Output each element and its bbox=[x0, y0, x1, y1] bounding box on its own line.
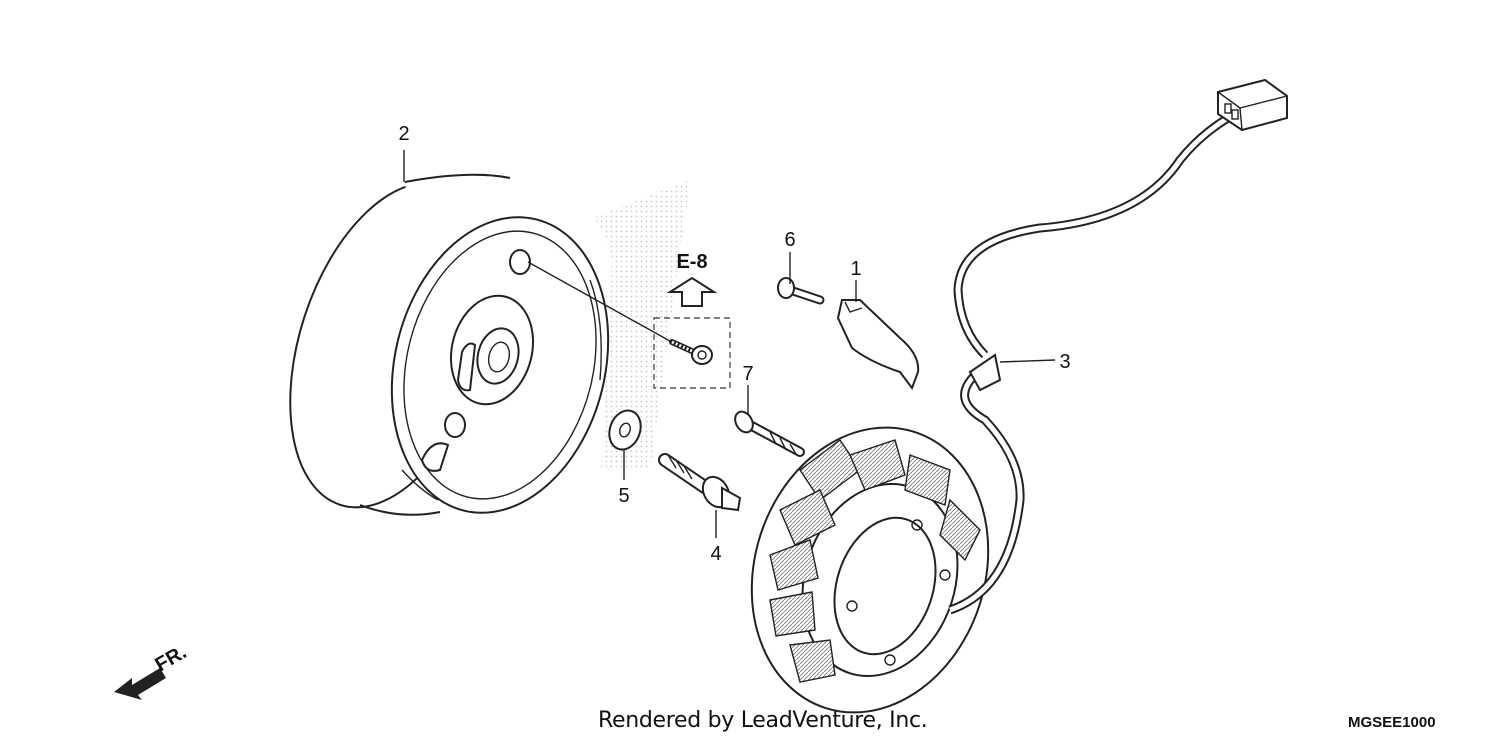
credit-text: Rendered by LeadVenture, Inc. bbox=[598, 708, 928, 733]
callout-6[interactable]: 6 bbox=[784, 229, 795, 251]
callout-5[interactable]: 5 bbox=[618, 485, 629, 507]
callout-2[interactable]: 2 bbox=[398, 123, 409, 145]
leader-line bbox=[527, 261, 687, 351]
bolt-7-icon[interactable] bbox=[732, 408, 805, 457]
callout-4[interactable]: 4 bbox=[710, 543, 721, 565]
stator-wire bbox=[948, 114, 1231, 615]
reference-label: E-8 bbox=[676, 251, 707, 273]
forward-arrow-icon: FR. bbox=[114, 641, 190, 700]
diagram-code: MGSEE1000 bbox=[1348, 714, 1436, 731]
connector-icon[interactable] bbox=[1217, 78, 1288, 132]
callout-1[interactable]: 1 bbox=[850, 258, 861, 280]
bolt-icon bbox=[669, 339, 713, 365]
flywheel-icon[interactable] bbox=[253, 157, 639, 536]
up-arrow-icon bbox=[666, 276, 718, 307]
callout-leaders bbox=[403, 150, 1056, 538]
callout-7[interactable]: 7 bbox=[742, 363, 753, 385]
bolt-6-icon[interactable] bbox=[777, 277, 825, 305]
washer-icon[interactable] bbox=[604, 406, 646, 454]
bracket-icon[interactable] bbox=[836, 299, 920, 391]
stator-coil-icon[interactable] bbox=[716, 397, 1024, 744]
callout-3[interactable]: 3 bbox=[1059, 351, 1070, 373]
reference-box[interactable]: E-8 bbox=[653, 251, 731, 389]
flange-bolt-icon[interactable] bbox=[658, 453, 742, 512]
